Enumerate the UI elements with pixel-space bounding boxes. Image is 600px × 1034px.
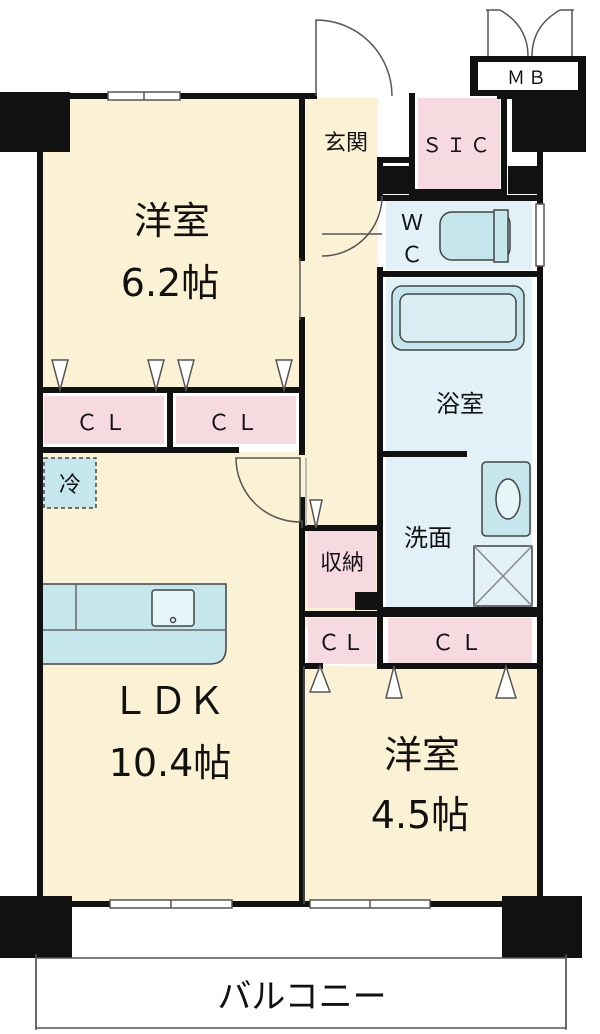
room-fills (40, 98, 537, 904)
closet-3-label: ＣＬ (318, 631, 366, 656)
walls (37, 93, 543, 907)
balcony-label: バルコニー (217, 977, 386, 1017)
entrance-label: 玄関 (324, 131, 368, 156)
mb-label: ＭＢ (507, 68, 549, 89)
ldk-size: 10.4帖 (109, 741, 232, 785)
closet-3-area (308, 618, 376, 664)
ldk-area (40, 452, 302, 904)
ldk-name: ＬＤＫ (111, 679, 225, 723)
doors (51, 19, 518, 904)
sink (151, 589, 195, 627)
fridge-space (43, 457, 97, 509)
wc-label-line2: Ｃ (401, 243, 423, 268)
bathroom-label: 浴室 (436, 390, 484, 418)
sic-label: ＳＩＣ (422, 133, 494, 157)
kitchen-counter (41, 583, 227, 665)
closet-2-label: ＣＬ (208, 411, 264, 436)
windows (107, 91, 545, 909)
western-room-1-area (40, 98, 302, 390)
washroom-label: 洗面 (404, 524, 452, 552)
wc-label-line1: Ｗ (401, 211, 423, 236)
western-room-2-area (302, 666, 537, 904)
closet-2-area (176, 396, 296, 444)
closet-1-area (44, 396, 164, 444)
closet-4-area (388, 618, 532, 664)
balcony-structure (35, 954, 567, 1030)
sic-area (418, 98, 500, 190)
western-room-2-size: 4.5帖 (371, 793, 469, 837)
storage-label: 収納 (320, 551, 364, 576)
labels: 洋室 6.2帖 ＬＤＫ 10.4帖 洋室 4.5帖 玄関 ＳＩＣ Ｗ Ｃ 浴室 … (59, 68, 549, 1017)
closet-1-label: ＣＬ (76, 411, 132, 436)
western-room-1-name: 洋室 (134, 199, 210, 243)
pillars (0, 92, 586, 958)
fridge-label: 冷 (59, 473, 81, 498)
closet-4-label: ＣＬ (432, 631, 488, 656)
western-room-1-size: 6.2帖 (121, 261, 219, 305)
fixtures (41, 209, 533, 665)
toilet (439, 211, 511, 261)
western-room-2-name: 洋室 (384, 733, 460, 777)
mb-box (470, 9, 586, 96)
